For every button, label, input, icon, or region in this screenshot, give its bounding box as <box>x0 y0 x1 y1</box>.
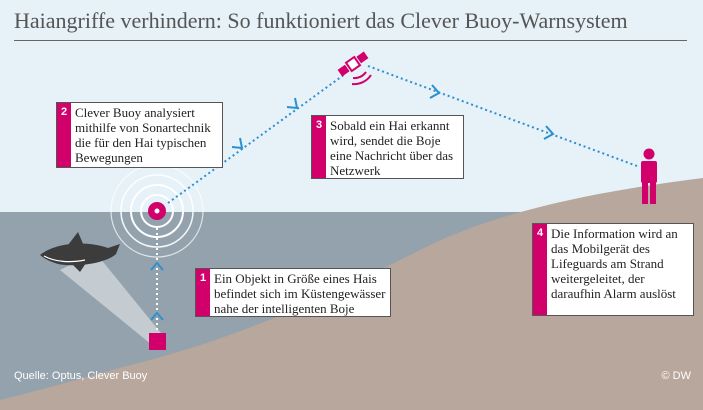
step-text: Sobald ein Hai erkannt wird, sendet die … <box>330 118 454 178</box>
signal-wave-icon <box>352 71 367 80</box>
shark-icon <box>40 232 120 272</box>
satellite-icon <box>337 51 369 77</box>
page-title: Haiangriffe verhindern: So funktioniert … <box>14 8 628 33</box>
step-number: 4 <box>533 224 547 315</box>
callout-step-4: 4 Die Information wird an das Mobilgerät… <box>532 223 694 316</box>
callout-step-2: 2 Clever Buoy analysiert mithilfe von So… <box>56 102 223 168</box>
arrow-icon <box>231 137 244 150</box>
source-note: Quelle: Optus, Clever Buoy <box>14 370 148 382</box>
step-number: 2 <box>57 103 71 167</box>
title-divider <box>14 40 687 41</box>
callout-step-1: 1 Ein Objekt in Größe eines Hais befinde… <box>195 268 391 317</box>
step-text: Clever Buoy analysiert mithilfe von Sona… <box>75 105 211 165</box>
step-text: Ein Objekt in Größe eines Hais befindet … <box>214 271 386 316</box>
step-number: 1 <box>196 269 210 316</box>
arrow-up-icon <box>150 311 164 321</box>
arrow-icon <box>286 97 299 110</box>
signal-path-buoy-satellite <box>167 73 346 204</box>
step-number: 3 <box>312 116 326 178</box>
arrow-icon <box>543 125 555 140</box>
callout-step-3: 3 Sobald ein Hai erkannt wird, sendet di… <box>311 115 464 179</box>
sonar-beam <box>60 252 165 345</box>
signal-wave-icon <box>351 74 372 86</box>
arrow-icon <box>429 84 441 99</box>
step-text: Die Information wird an das Mobilgerät d… <box>551 226 678 301</box>
arrow-up-icon <box>150 261 164 271</box>
seabed-sensor-icon <box>149 333 166 350</box>
copyright-note: © DW <box>661 370 692 382</box>
lifeguard-icon <box>641 148 657 204</box>
